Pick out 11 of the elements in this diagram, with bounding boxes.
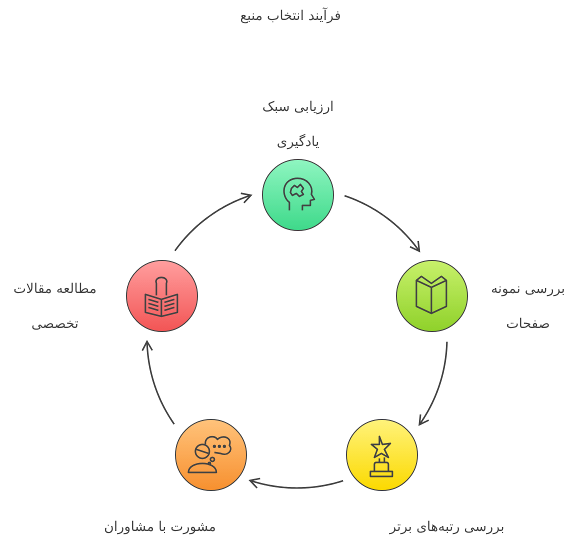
- arrow: [418, 342, 448, 426]
- step-label: بررسی نمونه صفحات: [490, 280, 566, 334]
- arrow: [249, 478, 344, 489]
- diagram-title: فرآیند انتخاب منبع: [239, 8, 342, 24]
- arrow: [142, 340, 175, 425]
- step-label: مشورت با مشاوران: [102, 518, 218, 537]
- arrow: [174, 192, 252, 252]
- arrow: [344, 194, 420, 252]
- step-label: مطالعه مقالات تخصصی: [12, 280, 98, 334]
- step-label: ارزیابی سبک یادگیری: [261, 98, 335, 152]
- step-label: بررسی رتبه‌های برتر: [388, 518, 506, 537]
